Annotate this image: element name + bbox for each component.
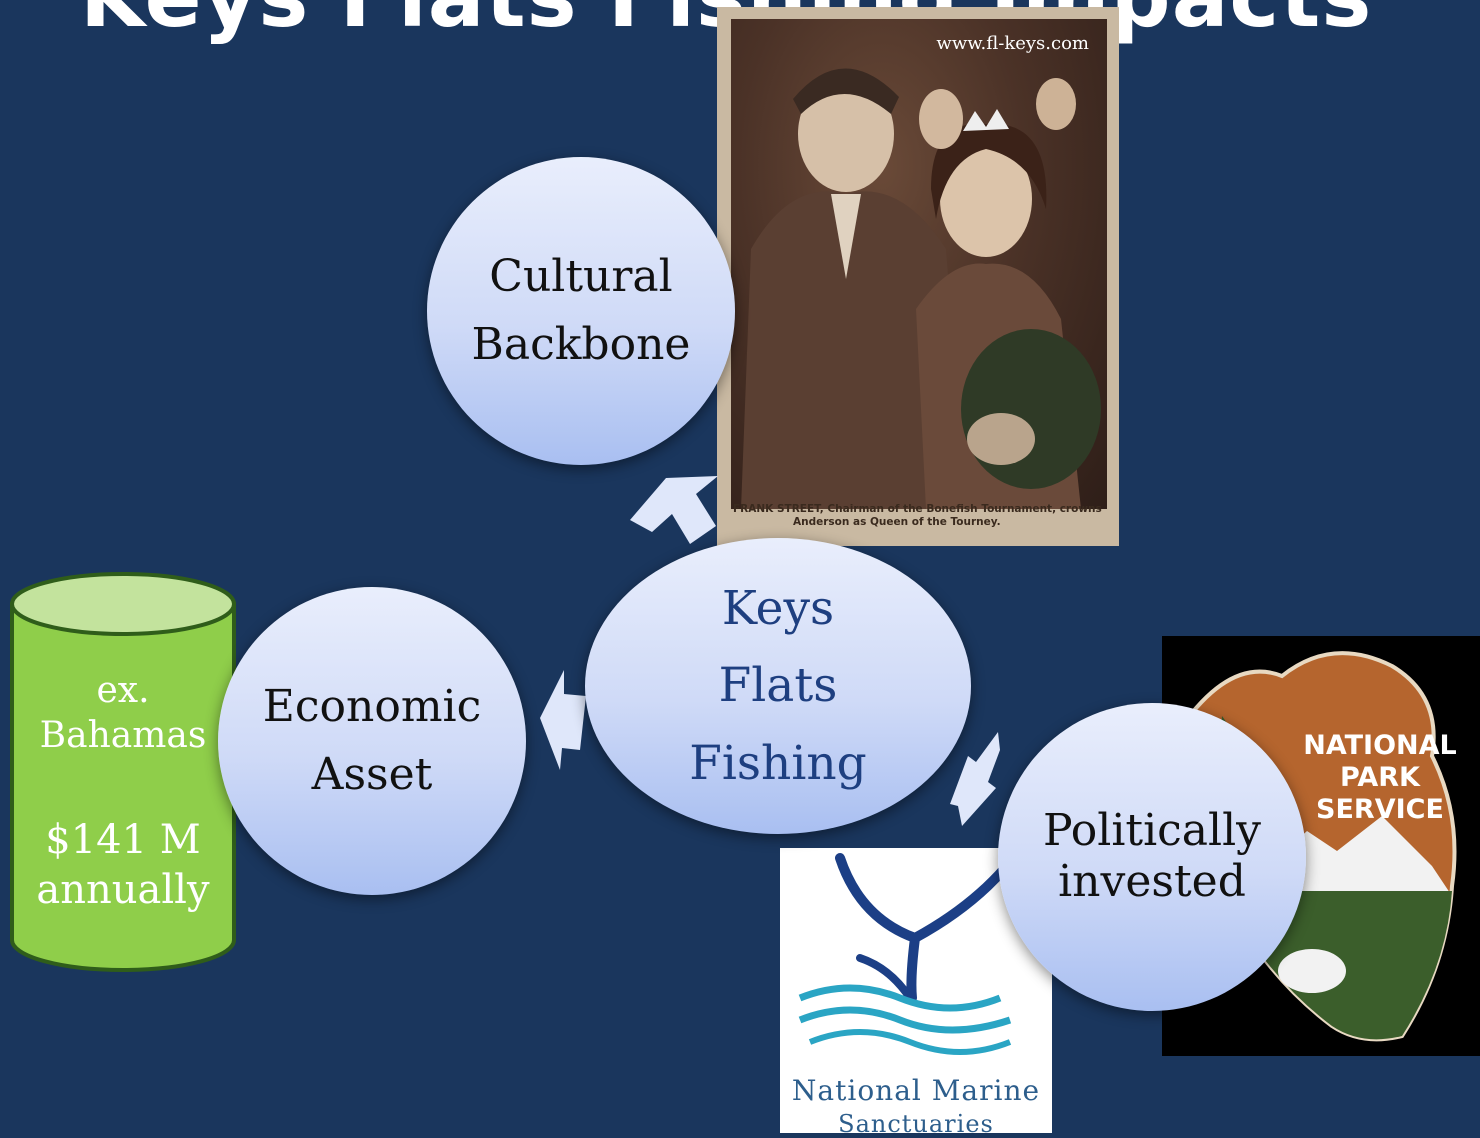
cultural-line-2: Backbone [471,319,691,370]
center-line-2: Flats [718,658,838,714]
photo-figures [741,68,1101,509]
cultural-line-1: Cultural [489,250,673,302]
node-cultural-backbone: Cultural Backbone [427,157,735,465]
cylinder-label-2: Bahamas [39,715,207,756]
arrow-to-political-icon [950,732,1000,826]
center-line-1: Keys [721,580,835,636]
historic-photo: www.fl-keys.com FRANK STREET, Chairman o… [717,7,1119,546]
cylinder-value: $141 M [45,817,201,863]
caption-line-1: FRANK STREET, Chairman of the Bonefish T… [733,503,1102,515]
revenue-cylinder: ex. Bahamas $141 M annually [8,570,238,975]
marine-logo-line-1: National Marine [791,1074,1041,1107]
cylinder-period: annually [36,867,210,913]
photo-image [731,19,1107,509]
political-line-1: Politically [1042,805,1262,857]
whale-tail-icon [798,853,1012,1055]
national-marine-sanctuaries-logo: National Marine Sanctuaries [780,848,1052,1138]
economic-line-2: Asset [311,749,433,800]
nps-logo-line-3: SERVICE [1316,794,1444,825]
economic-line-1: Economic [262,680,482,732]
nps-logo-line-2: PARK [1340,762,1420,793]
cylinder-shape [10,572,236,972]
node-politically-invested: Politically invested [998,703,1306,1011]
center-line-3: Fishing [689,735,867,791]
photo-source-url: www.fl-keys.com [936,33,1089,54]
node-keys-flats-fishing: Keys Flats Fishing [585,538,971,834]
arrow-to-economic-icon [540,670,586,770]
arrow-to-cultural-icon [630,476,718,544]
photo-caption: FRANK STREET, Chairman of the Bonefish T… [733,503,1113,529]
nps-logo-line-1: NATIONAL [1303,730,1457,761]
political-line-2: invested [1058,856,1246,907]
node-economic-asset: Economic Asset [218,587,526,895]
marine-logo-line-2: Sanctuaries [838,1110,994,1138]
cylinder-label-1: ex. [96,670,150,711]
caption-line-2: Anderson as Queen of the Tourney. [793,516,1001,528]
